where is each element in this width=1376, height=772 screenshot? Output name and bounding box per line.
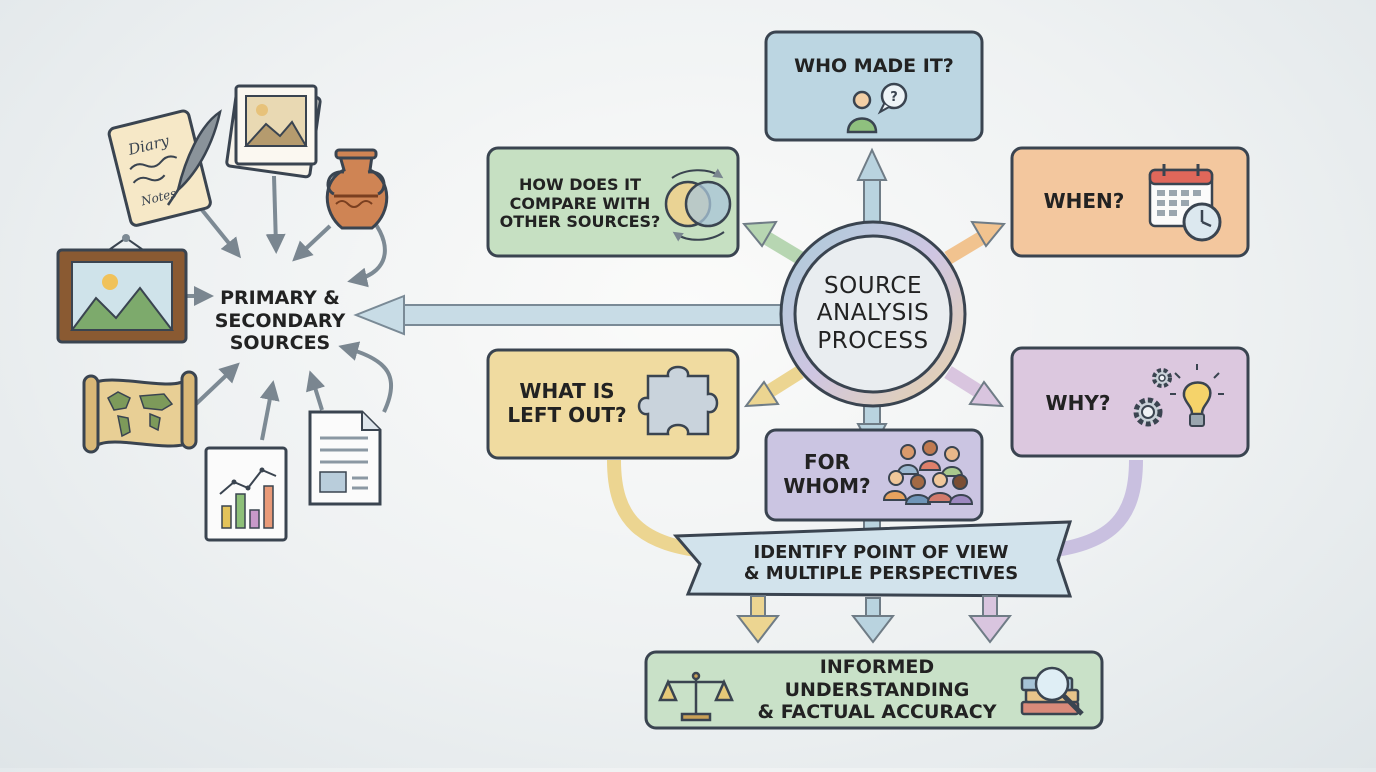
vase-icon: [325, 148, 389, 230]
diary-icon: Diary Notes: [107, 109, 222, 227]
result-label: INFORMED UNDERSTANDING & FACTUAL ACCURAC…: [757, 656, 997, 724]
puzzle-icon: [637, 365, 719, 436]
venn-compare-icon: [664, 168, 732, 242]
chart-document-icon: [204, 446, 288, 542]
process-to-sources-arrow: [353, 294, 789, 336]
books-magnifier-icon: [1020, 666, 1084, 716]
box-result: [644, 650, 1104, 730]
question-when: WHEN?: [1043, 189, 1125, 214]
box-who: [764, 30, 984, 142]
svg-text:?: ?: [890, 90, 898, 105]
person-question-icon: ?: [846, 82, 908, 134]
question-left-out: WHAT IS LEFT OUT?: [507, 379, 627, 427]
perspectives-banner: IDENTIFY POINT OF VIEW & MULTIPLE PERSPE…: [743, 541, 1019, 584]
scale-icon: [658, 671, 734, 722]
perspectives-banner-shape: [672, 520, 1073, 598]
question-compare: HOW DOES IT COMPARE WITH OTHER SOURCES?: [499, 174, 661, 232]
text-document-icon: [308, 410, 382, 506]
map-icon: [82, 370, 198, 454]
photo-icon: [225, 84, 322, 179]
sources-label: PRIMARY & SECONDARY SOURCES: [214, 287, 346, 355]
painting-icon: [56, 234, 188, 344]
result-arrows: [735, 595, 1013, 644]
box-why: [1010, 346, 1250, 458]
question-why: WHY?: [1045, 391, 1111, 416]
center-title: SOURCE ANALYSIS PROCESS: [816, 273, 930, 354]
group-people-icon: [882, 440, 974, 505]
question-for-whom: FOR WHOM?: [783, 450, 871, 498]
gears-lightbulb-icon: [1133, 364, 1224, 427]
calendar-clock-icon: [1148, 164, 1222, 242]
center-circle: [779, 220, 967, 408]
question-who: WHO MADE IT?: [794, 54, 954, 77]
radial-arrows: [741, 147, 1007, 453]
